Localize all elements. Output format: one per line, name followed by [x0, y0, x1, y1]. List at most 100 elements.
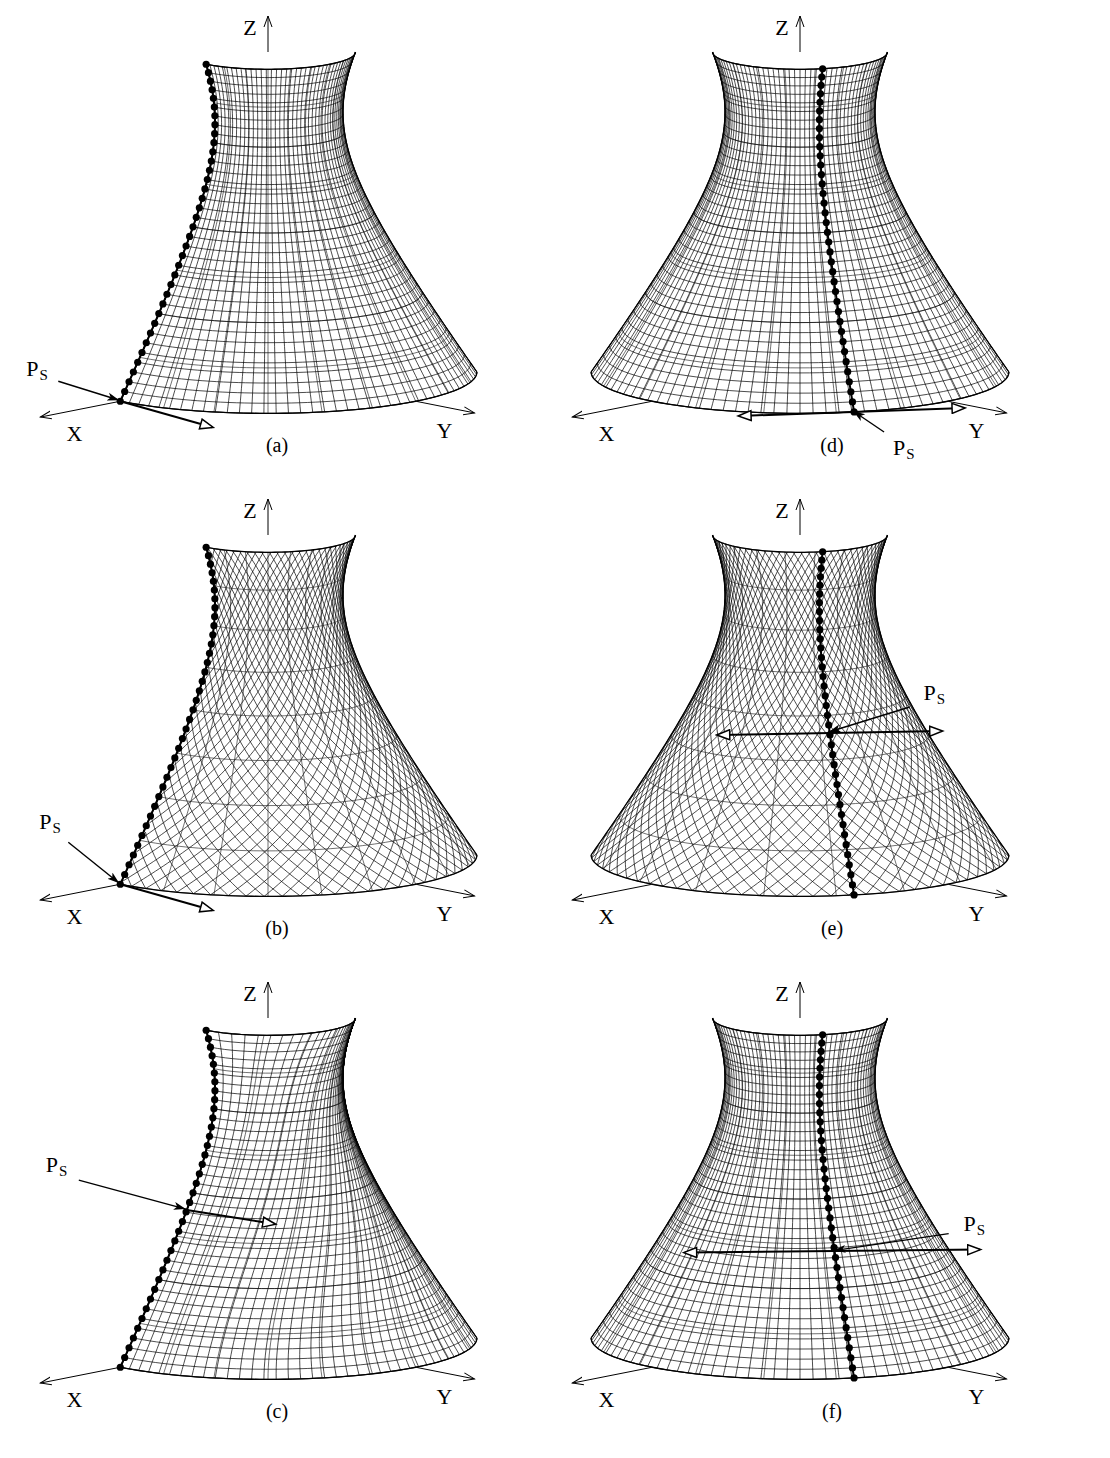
coarse-mesh-line: [857, 1029, 960, 1364]
curve-dot: [816, 1100, 823, 1107]
curve-dot: [818, 1039, 825, 1046]
coarse-mesh-line: [696, 67, 763, 408]
surface-boundary: [713, 535, 888, 552]
surface-panel: [40, 16, 477, 427]
mesh-line: [214, 132, 345, 147]
coarse-mesh-line: [813, 1035, 836, 1379]
curve-dot: [817, 565, 824, 572]
mesh-line: [207, 168, 353, 185]
surface-boundary: [343, 1018, 477, 1338]
coarse-mesh-line: [206, 52, 355, 69]
mesh-line: [863, 1027, 976, 1360]
curve-dot: [207, 561, 214, 568]
curve-dot: [203, 1027, 210, 1034]
point-label: P: [923, 682, 937, 704]
mesh-line: [207, 547, 472, 863]
point-label: P: [25, 358, 39, 380]
mesh-line: [205, 176, 357, 194]
axis-label: X: [65, 906, 83, 928]
coordinate-axis: [40, 1368, 119, 1384]
mesh-line: [120, 1030, 215, 1367]
curve-dot: [130, 851, 137, 858]
curve-dot: [211, 121, 218, 128]
curve-dot: [832, 1254, 839, 1261]
curve-dot: [201, 1151, 208, 1158]
coarse-mesh-line: [206, 172, 355, 189]
mesh-line: [343, 52, 477, 372]
mesh-line: [657, 1240, 943, 1268]
mesh-line: [875, 52, 1009, 372]
coarse-mesh-line: [164, 67, 231, 408]
mesh-line: [720, 1116, 880, 1132]
coarse-mesh-line: [724, 92, 877, 107]
curve-dot: [817, 1118, 824, 1125]
leader-arrow: [853, 411, 884, 432]
curve-dot: [196, 687, 203, 694]
coarse-mesh-line: [120, 64, 215, 401]
axis-label: Y: [435, 1386, 453, 1408]
curve-dot: [849, 1364, 856, 1371]
mesh-line: [667, 65, 752, 404]
mesh-line: [616, 1302, 985, 1338]
coarse-mesh-line: [120, 372, 477, 413]
curve-dot: [134, 1325, 141, 1332]
mesh-line: [591, 1338, 1009, 1379]
curve-dot: [833, 1264, 840, 1271]
curve-dot: [819, 663, 826, 670]
mesh-line: [713, 52, 888, 69]
mesh-line: [771, 551, 985, 820]
curve-dot: [824, 1195, 831, 1202]
curve-dot: [193, 697, 200, 704]
mesh-line: [129, 1032, 223, 1369]
coarse-mesh-line: [321, 547, 416, 884]
mesh-line: [129, 540, 351, 866]
mesh-line: [206, 552, 271, 670]
mesh-line: [264, 618, 361, 897]
coarse-mesh-line: [713, 535, 888, 552]
curve-dot: [816, 1091, 823, 1098]
coordinate-axis: [572, 885, 651, 901]
mesh-line: [312, 66, 391, 405]
coarse-mesh-line: [764, 552, 787, 896]
curve-dot: [816, 599, 823, 606]
curve-dot: [209, 148, 216, 155]
mesh-line: [621, 552, 825, 813]
mesh-line: [603, 1320, 996, 1359]
curve-dot: [211, 1078, 218, 1085]
surface-boundary: [206, 52, 355, 69]
curve-dot: [151, 320, 158, 327]
coarse-mesh-line: [837, 67, 904, 408]
curve-dot: [839, 338, 846, 345]
curve-dot: [210, 578, 217, 585]
curve-dot: [816, 1073, 823, 1080]
curve-dot: [189, 1189, 196, 1196]
mesh-line: [805, 69, 813, 413]
curve-dot: [820, 683, 827, 690]
coarse-mesh-line: [343, 1018, 449, 1358]
mesh-line: [689, 221, 911, 243]
coordinate-axis: [268, 982, 269, 1018]
mesh-line: [352, 682, 393, 893]
curve-dot: [822, 209, 829, 216]
coarse-mesh-line: [159, 1258, 423, 1289]
curve-dot: [182, 725, 189, 732]
mesh-line: [674, 248, 927, 273]
coarse-mesh-line: [671, 735, 929, 761]
mesh-line: [707, 185, 893, 203]
curve-dot: [819, 673, 826, 680]
coordinate-axis: [572, 1368, 651, 1384]
mesh-line: [899, 695, 932, 891]
curve-dot: [817, 152, 824, 159]
mesh-line: [677, 66, 756, 405]
mesh-line: [720, 150, 880, 166]
curve-dot: [211, 595, 218, 602]
axis-label: X: [597, 1389, 615, 1411]
mesh-line: [136, 542, 348, 852]
curve-dot: [818, 1137, 825, 1144]
curve-dot: [816, 1065, 823, 1072]
mesh-line: [264, 69, 267, 413]
coarse-mesh-line: [713, 655, 888, 672]
curve-dot: [843, 1324, 850, 1331]
mesh-line: [342, 54, 475, 377]
